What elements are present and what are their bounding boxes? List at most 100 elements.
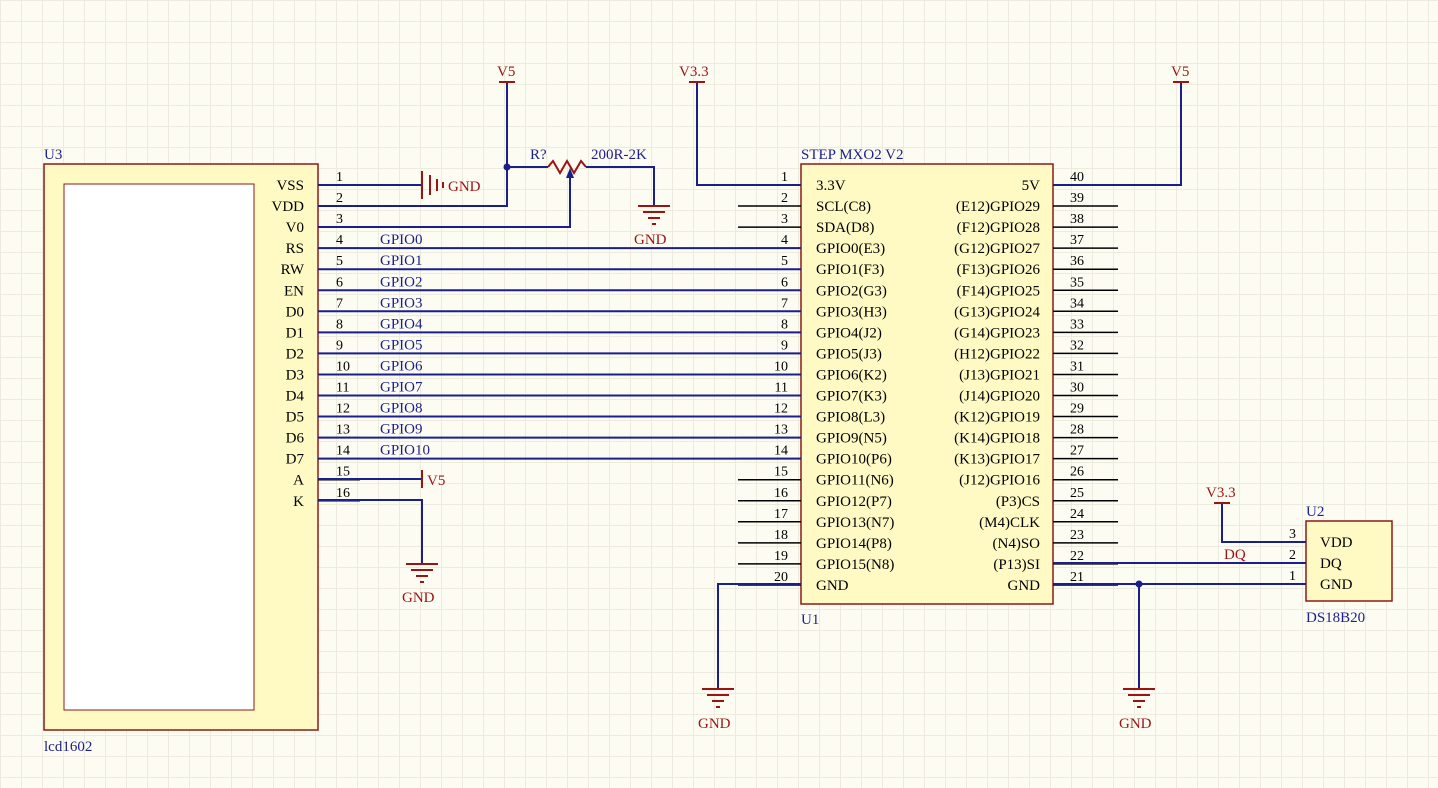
sensor-pin-name: VDD bbox=[1320, 535, 1353, 551]
gpio-net-label: GPIO10 bbox=[380, 443, 430, 459]
mcu-pin-name: GPIO2(G3) bbox=[816, 283, 887, 299]
mcu-pin-number: 15 bbox=[774, 465, 788, 480]
lcd-pin-name: K bbox=[293, 494, 304, 510]
mcu-pin-name: (F14)GPIO25 bbox=[957, 283, 1040, 299]
mcu-pin-number: 26 bbox=[1070, 465, 1084, 480]
mcu-title: STEP MXO2 V2 bbox=[801, 147, 904, 163]
mcu-pin-number: 40 bbox=[1070, 170, 1084, 185]
v33-label-sensor: V3.3 bbox=[1206, 485, 1236, 501]
mcu-component[interactable]: STEP MXO2 V2 U1 13.3V2SCL(C8)3SDA(D8)4GP… bbox=[738, 147, 1118, 628]
lcd-designator: U3 bbox=[44, 147, 62, 163]
mcu-pin-number: 3 bbox=[781, 212, 788, 227]
mcu-pin-number: 2 bbox=[781, 191, 788, 206]
mcu-pin-name: GPIO12(P7) bbox=[816, 494, 892, 510]
mcu-pin-number: 11 bbox=[775, 381, 788, 396]
mcu-pin-number: 28 bbox=[1070, 423, 1084, 438]
lcd-pin-number: 6 bbox=[336, 275, 343, 290]
mcu-pin-name: (G13)GPIO24 bbox=[954, 304, 1040, 320]
mcu-pin-name: 3.3V bbox=[816, 178, 846, 194]
gpio-net-label: GPIO2 bbox=[380, 274, 423, 290]
mcu-pin-name: (F12)GPIO28 bbox=[957, 220, 1040, 236]
pot-wire-right bbox=[586, 166, 655, 206]
mcu-pin-number: 39 bbox=[1070, 191, 1084, 206]
pot-designator: R? bbox=[530, 147, 547, 163]
sensor-part-name: DS18B20 bbox=[1306, 610, 1365, 626]
mcu-pin-name: SDA(D8) bbox=[816, 220, 874, 236]
lcd-pin-name: D6 bbox=[286, 431, 305, 447]
dq-net-label: DQ bbox=[1224, 547, 1246, 563]
gnd-symbol-pot bbox=[638, 205, 670, 225]
mcu-pin-number: 16 bbox=[774, 486, 788, 501]
mcu-pin-name: GPIO8(L3) bbox=[816, 410, 885, 426]
gpio-net-label: GPIO0 bbox=[380, 232, 423, 248]
lcd-power-wiring: GND V5 R? 200R-2K GND V5 bbox=[318, 64, 670, 606]
sensor-pin-name: GND bbox=[1320, 577, 1353, 593]
lcd-pin-number: 14 bbox=[336, 444, 350, 459]
mcu-pin-name: (K13)GPIO17 bbox=[954, 452, 1040, 468]
mcu-pin-name: (K12)GPIO19 bbox=[954, 410, 1040, 426]
v33-wire-mcu bbox=[696, 82, 801, 186]
mcu-pin-name: (N4)SO bbox=[993, 536, 1041, 552]
mcu-pin-name: (F13)GPIO26 bbox=[957, 262, 1041, 278]
mcu-pin-number: 38 bbox=[1070, 212, 1084, 227]
mcu-designator: U1 bbox=[801, 612, 819, 628]
lcd-pin-name: RS bbox=[286, 241, 304, 257]
lcd-pin-name: D2 bbox=[286, 346, 304, 362]
mcu-pin-name: (P3)CS bbox=[996, 494, 1040, 510]
lcd-pin-name: V0 bbox=[286, 220, 304, 236]
mcu-pin-number: 21 bbox=[1070, 570, 1084, 585]
mcu-pin-number: 6 bbox=[781, 275, 788, 290]
lcd-screen bbox=[63, 183, 255, 711]
mcu-pin-name: GPIO3(H3) bbox=[816, 304, 887, 320]
mcu-pin-name: GPIO10(P6) bbox=[816, 452, 892, 468]
mcu-pin-number: 8 bbox=[781, 317, 788, 332]
lcd-pin-number: 7 bbox=[336, 296, 343, 311]
mcu-pin-name: GPIO0(E3) bbox=[816, 241, 885, 257]
gnd-label-vss: GND bbox=[448, 179, 481, 195]
gpio-wires: GPIO0GPIO1GPIO2GPIO3GPIO4GPIO5GPIO6GPIO7… bbox=[318, 232, 801, 460]
lcd-pin-name: D3 bbox=[286, 367, 304, 383]
mcu-pin-name: GND bbox=[816, 578, 849, 594]
v5-label-mcu: V5 bbox=[1171, 64, 1189, 80]
sensor-designator: U2 bbox=[1306, 504, 1324, 520]
mcu-pin-number: 23 bbox=[1070, 528, 1084, 543]
lcd-pin-number: 3 bbox=[336, 212, 343, 227]
gpio-net-label: GPIO9 bbox=[380, 422, 423, 438]
mcu-pin-name: GND bbox=[1008, 578, 1041, 594]
sensor-body bbox=[1305, 520, 1393, 602]
mcu-pin-number: 18 bbox=[774, 528, 788, 543]
lcd-pin-number: 5 bbox=[336, 254, 343, 269]
sensor-pin-number: 2 bbox=[1289, 548, 1296, 563]
mcu-pin-number: 20 bbox=[774, 570, 788, 585]
mcu-pin-number: 17 bbox=[774, 507, 788, 522]
mcu-pin-name: (H12)GPIO22 bbox=[954, 346, 1040, 362]
mcu-pin-number: 9 bbox=[781, 338, 788, 353]
lcd-pin-name: VDD bbox=[272, 199, 305, 215]
mcu-pin-name: (G12)GPIO27 bbox=[954, 241, 1040, 257]
gnd-label-sensor: GND bbox=[1119, 716, 1152, 732]
mcu-pin-number: 25 bbox=[1070, 486, 1084, 501]
mcu-pin-number: 32 bbox=[1070, 338, 1084, 353]
lcd-component[interactable]: U3 lcd1602 1VSS2VDD3V04RS5RW6EN7D08D19D2… bbox=[43, 147, 360, 755]
mcu-body bbox=[800, 163, 1054, 605]
mcu-pin-name: GPIO13(N7) bbox=[816, 515, 894, 531]
mcu-pin-number: 22 bbox=[1070, 549, 1084, 564]
v0-wire bbox=[318, 178, 571, 228]
mcu-pin-number: 13 bbox=[774, 423, 788, 438]
mcu-pin-number: 33 bbox=[1070, 317, 1084, 332]
lcd-pin-name: A bbox=[293, 473, 304, 489]
gnd-symbol-k bbox=[406, 563, 438, 583]
mcu-pin-name: (J13)GPIO21 bbox=[959, 367, 1040, 383]
mcu-pin-number: 19 bbox=[774, 549, 788, 564]
mcu-pin-number: 35 bbox=[1070, 275, 1084, 290]
mcu-pin-number: 36 bbox=[1070, 254, 1084, 269]
mcu-pin-name: (E12)GPIO29 bbox=[956, 199, 1040, 215]
gpio-net-label: GPIO6 bbox=[380, 358, 423, 374]
mcu-pin-name: (M4)CLK bbox=[979, 515, 1040, 531]
gnd-symbol-vss bbox=[421, 171, 444, 199]
mcu-pin-number: 24 bbox=[1070, 507, 1084, 522]
lcd-part-name: lcd1602 bbox=[44, 739, 92, 755]
lcd-pin-number: 1 bbox=[336, 170, 343, 185]
v5-label-backlight: V5 bbox=[427, 473, 445, 489]
